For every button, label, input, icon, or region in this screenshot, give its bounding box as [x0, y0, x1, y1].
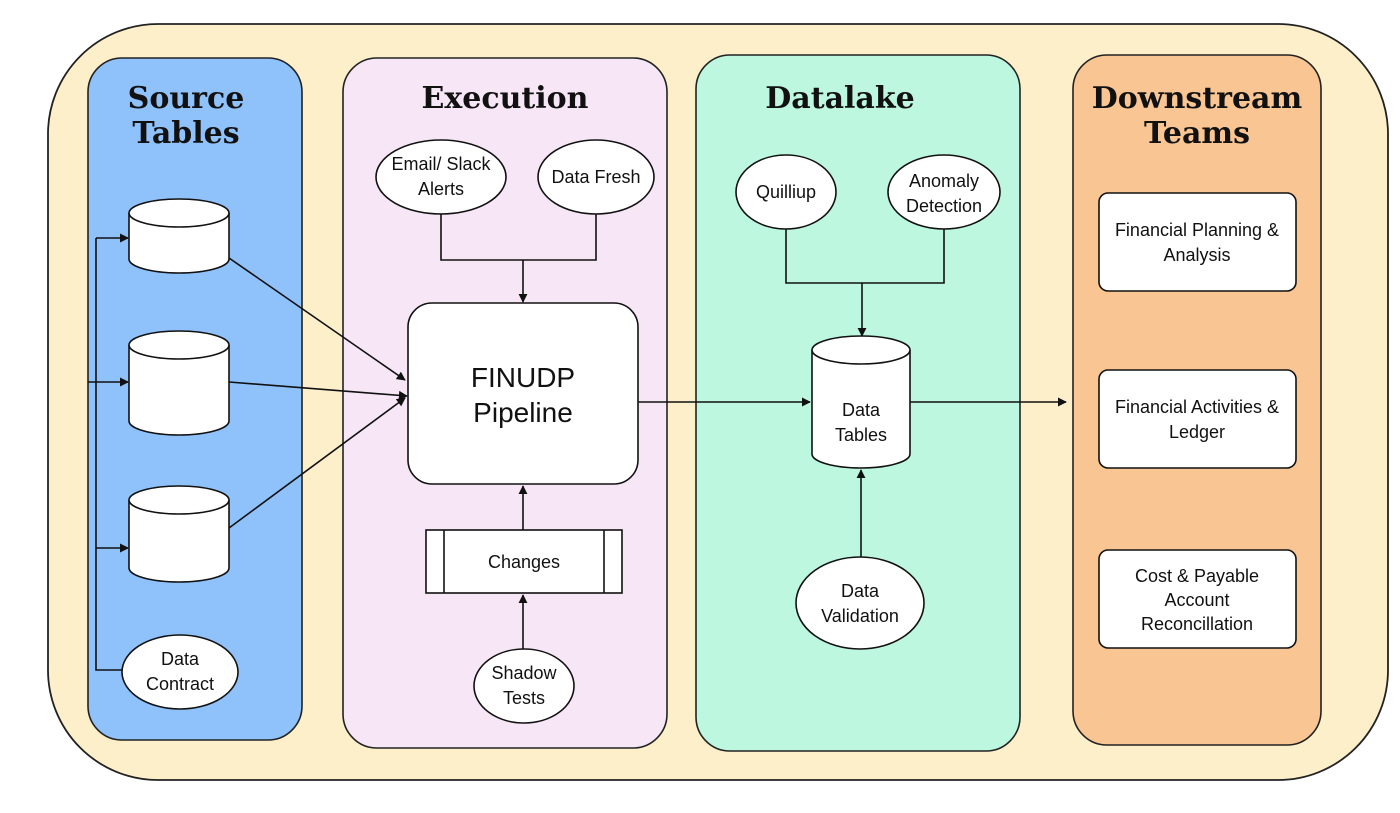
source-tables-title: Source: [128, 81, 245, 116]
financial-activities-node: [1098, 369, 1297, 469]
cost-payable-label-2: Account: [1164, 590, 1229, 610]
shadow-tests-label-2: Tests: [503, 688, 545, 708]
financial-planning-node: [1098, 192, 1297, 292]
source-database-2-icon: [128, 330, 230, 436]
changes-node: [425, 529, 623, 594]
data-validation-node: [795, 556, 925, 650]
finudp-pipeline-label-2: Pipeline: [473, 397, 573, 428]
cost-payable-label-3: Reconcillation: [1141, 614, 1253, 634]
data-validation-label: Data: [841, 581, 880, 601]
anomaly-detection-label: Anomaly: [909, 171, 979, 191]
financial-planning-label-2: Analysis: [1163, 245, 1230, 265]
data-fresh-label: Data Fresh: [551, 167, 640, 187]
data-contract-label-2: Contract: [146, 674, 214, 694]
data-tables-database-icon: [811, 335, 911, 469]
source-tables-title-2: Tables: [132, 116, 239, 151]
data-tables-label-2: Tables: [835, 425, 887, 445]
downstream-teams-title-2: Teams: [1144, 116, 1250, 151]
quilliup-label: Quilliup: [756, 182, 816, 202]
alerts-connector: [440, 214, 597, 261]
arrow-db2-to-pipeline: [228, 381, 408, 400]
data-contract-label: Data: [161, 649, 200, 669]
email-slack-alerts-node: [375, 139, 507, 215]
anomaly-detection-node: [887, 154, 1001, 230]
email-slack-alerts-label: Email/ Slack: [391, 154, 491, 174]
cost-payable-node: [1098, 549, 1297, 649]
arrow-db1-to-pipeline: [228, 257, 406, 381]
execution-title: Execution: [422, 81, 589, 116]
financial-planning-label: Financial Planning &: [1115, 220, 1279, 240]
finudp-pipeline-node: [407, 302, 639, 485]
finudp-pipeline-label: FINUDP: [471, 362, 575, 393]
financial-activities-label: Financial Activities &: [1115, 397, 1279, 417]
quality-connector: [785, 229, 945, 284]
data-validation-label-2: Validation: [821, 606, 899, 626]
shadow-tests-node: [473, 648, 575, 724]
shadow-tests-label: Shadow: [491, 663, 557, 683]
data-tables-label: Data: [842, 400, 881, 420]
arrow-db3-to-pipeline: [228, 397, 406, 529]
data-contract-node: [121, 634, 239, 710]
downstream-teams-title: Downstream: [1092, 81, 1303, 116]
email-slack-alerts-label-2: Alerts: [418, 179, 464, 199]
datalake-title: Datalake: [765, 81, 914, 116]
cost-payable-label: Cost & Payable: [1135, 566, 1259, 586]
source-database-1-icon: [128, 198, 230, 274]
source-database-3-icon: [128, 485, 230, 583]
financial-activities-label-2: Ledger: [1169, 422, 1225, 442]
changes-label: Changes: [488, 552, 560, 572]
anomaly-detection-label-2: Detection: [906, 196, 982, 216]
